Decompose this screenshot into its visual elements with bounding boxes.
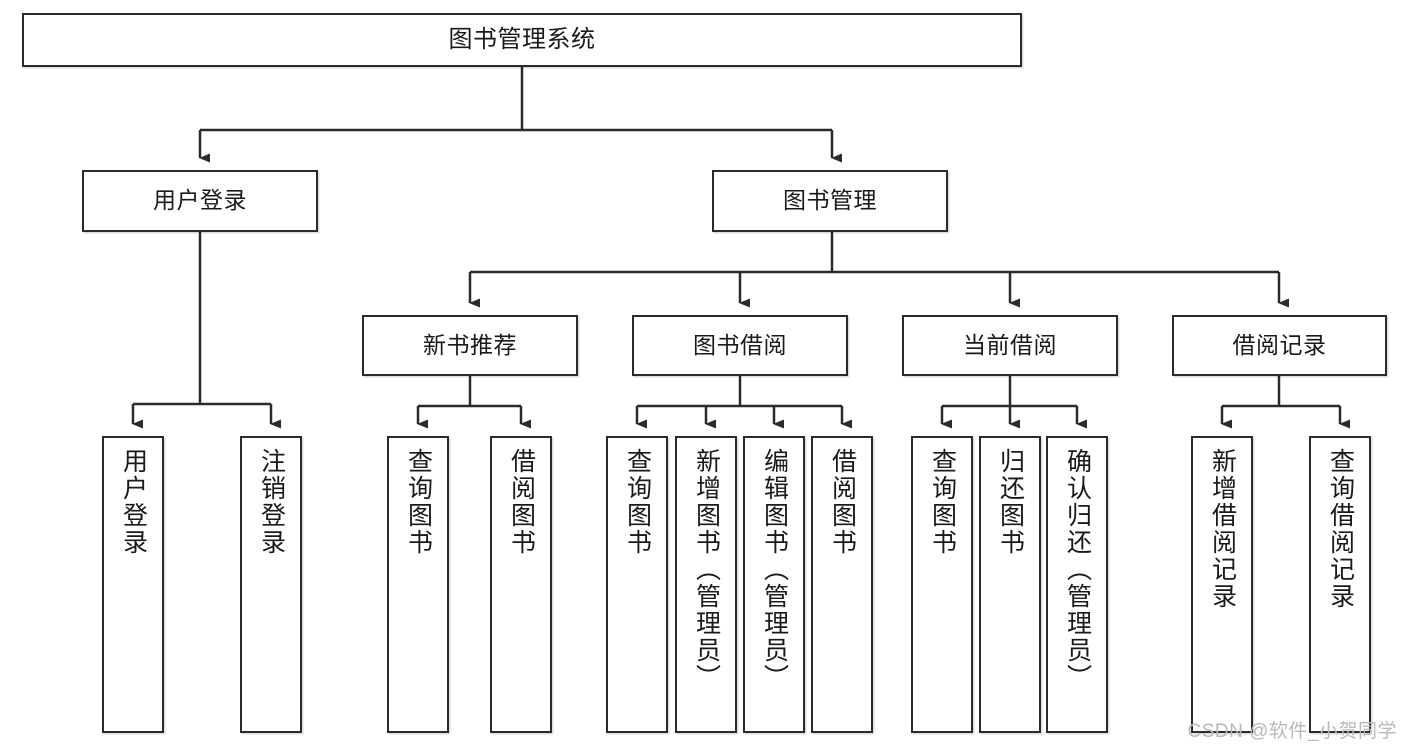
node-leaf-borrow-book-2-label: 借阅图书 (828, 448, 857, 556)
node-borrow-record-label: 借阅记录 (1232, 331, 1327, 358)
node-current-borrow[interactable]: 当前借阅 (902, 315, 1118, 376)
node-book-manage-label: 图书管理 (783, 187, 877, 214)
node-leaf-user-logout-label: 注销登录 (257, 448, 286, 556)
node-leaf-return-book-label: 归还图书 (996, 448, 1025, 556)
node-leaf-borrow-book-2[interactable]: 借阅图书 (811, 436, 873, 733)
node-book-manage[interactable]: 图书管理 (712, 170, 948, 232)
node-leaf-user-logout[interactable]: 注销登录 (240, 436, 302, 733)
node-leaf-user-login[interactable]: 用户登录 (102, 436, 164, 733)
node-leaf-borrow-book-1[interactable]: 借阅图书 (490, 436, 552, 733)
node-leaf-query-record-label: 查询借阅记录 (1326, 448, 1355, 610)
node-book-borrow[interactable]: 图书借阅 (632, 315, 848, 376)
node-leaf-borrow-book-1-label: 借阅图书 (507, 448, 536, 556)
node-user-login[interactable]: 用户登录 (82, 170, 318, 232)
node-book-borrow-label: 图书借阅 (693, 331, 787, 358)
node-leaf-query-book-2-label: 查询图书 (623, 448, 652, 556)
node-user-login-label: 用户登录 (153, 187, 247, 214)
node-leaf-return-book[interactable]: 归还图书 (979, 436, 1041, 733)
node-leaf-user-login-label: 用户登录 (119, 448, 148, 556)
node-leaf-query-book-3[interactable]: 查询图书 (911, 436, 973, 733)
node-leaf-add-record-label: 新增借阅记录 (1208, 448, 1237, 610)
node-new-book-rec[interactable]: 新书推荐 (362, 315, 578, 376)
watermark: CSDN @软件_小贺同学 (1187, 721, 1397, 742)
node-new-book-rec-label: 新书推荐 (423, 331, 517, 358)
node-root-label: 图书管理系统 (448, 25, 596, 53)
node-leaf-query-book-3-label: 查询图书 (928, 448, 957, 556)
node-leaf-add-record[interactable]: 新增借阅记录 (1191, 436, 1253, 733)
node-borrow-record[interactable]: 借阅记录 (1172, 315, 1387, 376)
node-current-borrow-label: 当前借阅 (963, 331, 1057, 358)
node-leaf-query-book-1-label: 查询图书 (404, 448, 433, 556)
node-leaf-query-book-2[interactable]: 查询图书 (606, 436, 668, 733)
node-leaf-confirm-return-label: 确认归还（管理员） (1063, 448, 1092, 691)
node-leaf-add-book[interactable]: 新增图书（管理员） (675, 436, 737, 733)
node-root[interactable]: 图书管理系统 (22, 13, 1022, 67)
node-leaf-edit-book-label: 编辑图书（管理员） (760, 448, 789, 691)
node-leaf-query-record[interactable]: 查询借阅记录 (1309, 436, 1371, 733)
node-leaf-edit-book[interactable]: 编辑图书（管理员） (743, 436, 805, 733)
node-leaf-add-book-label: 新增图书（管理员） (692, 448, 721, 691)
node-leaf-confirm-return[interactable]: 确认归还（管理员） (1046, 436, 1108, 733)
node-leaf-query-book-1[interactable]: 查询图书 (387, 436, 449, 733)
